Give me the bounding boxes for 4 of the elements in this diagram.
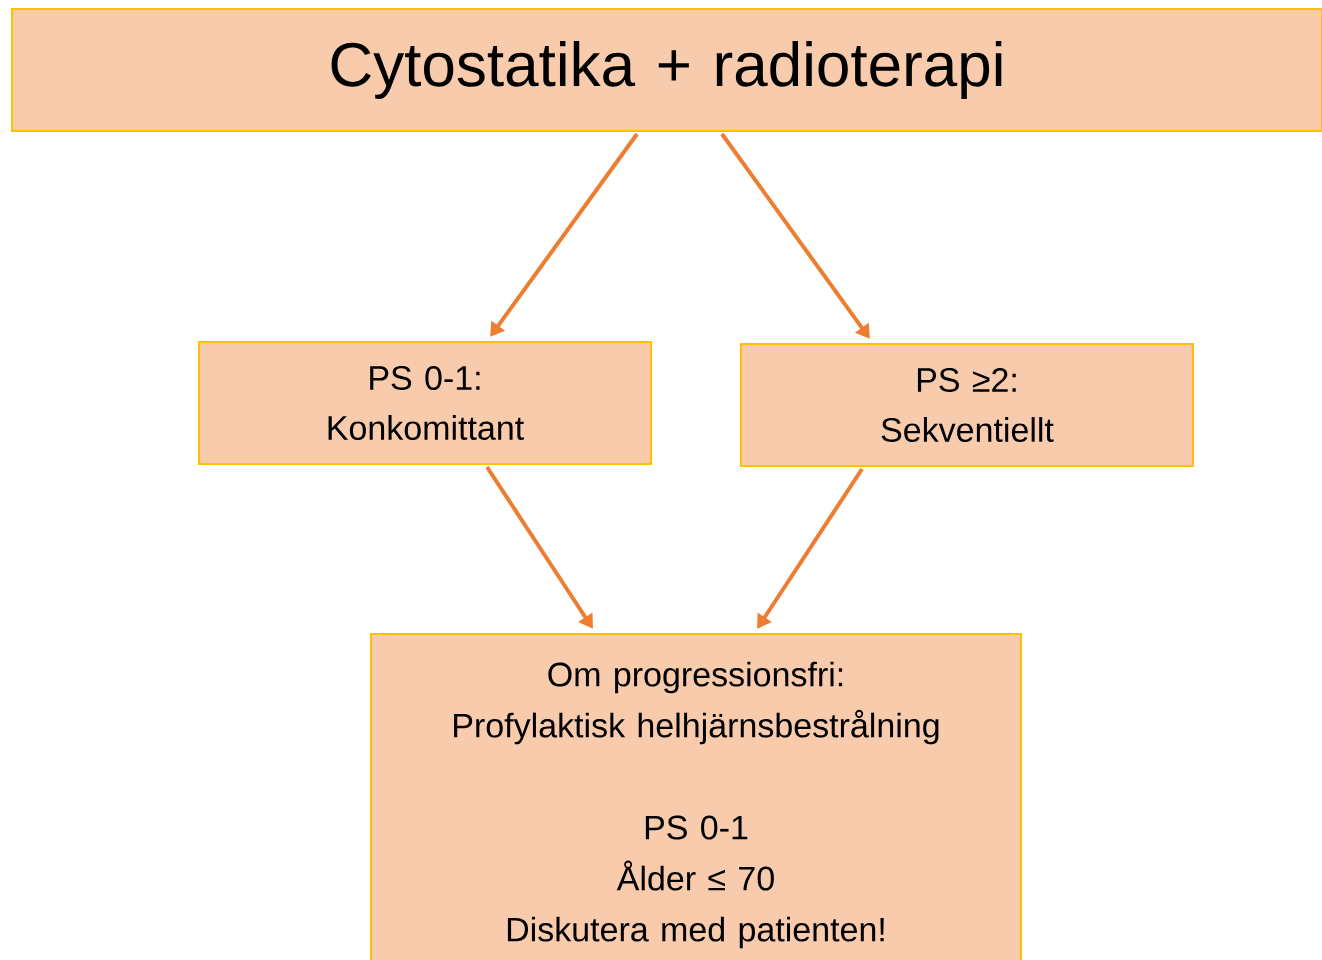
process-box: Om progressionsfri: Profylaktisk helhjärnsbestrålning PS 0-1 Ålder ≤ 70 Diskutera med patienten!: [370, 633, 1022, 960]
process-box: PS 0-1: Konkomittant: [198, 341, 652, 465]
title-box: Cytostatika + radioterapi: [11, 8, 1322, 132]
process-box: PS ≥2: Sekventiellt: [740, 343, 1194, 467]
